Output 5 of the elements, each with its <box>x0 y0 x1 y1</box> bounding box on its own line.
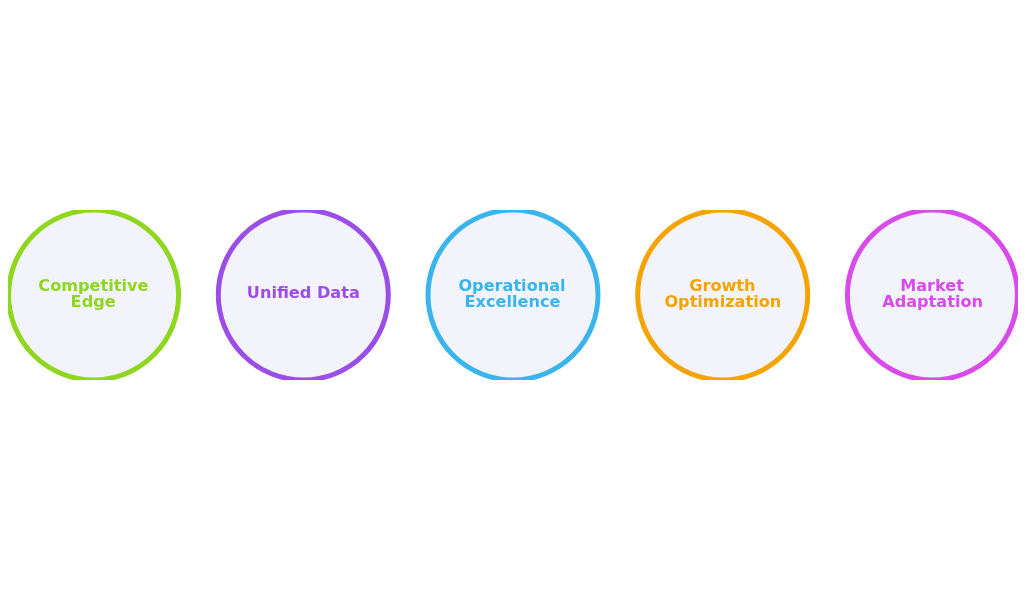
node-circle: Market Adaptation <box>844 209 1018 380</box>
node-circle: Unified Data <box>215 209 391 380</box>
node-circle: Operational Excellence <box>425 209 601 380</box>
node-circle: Growth Optimization <box>635 209 811 380</box>
node-circle: Competitive Edge <box>8 209 182 380</box>
